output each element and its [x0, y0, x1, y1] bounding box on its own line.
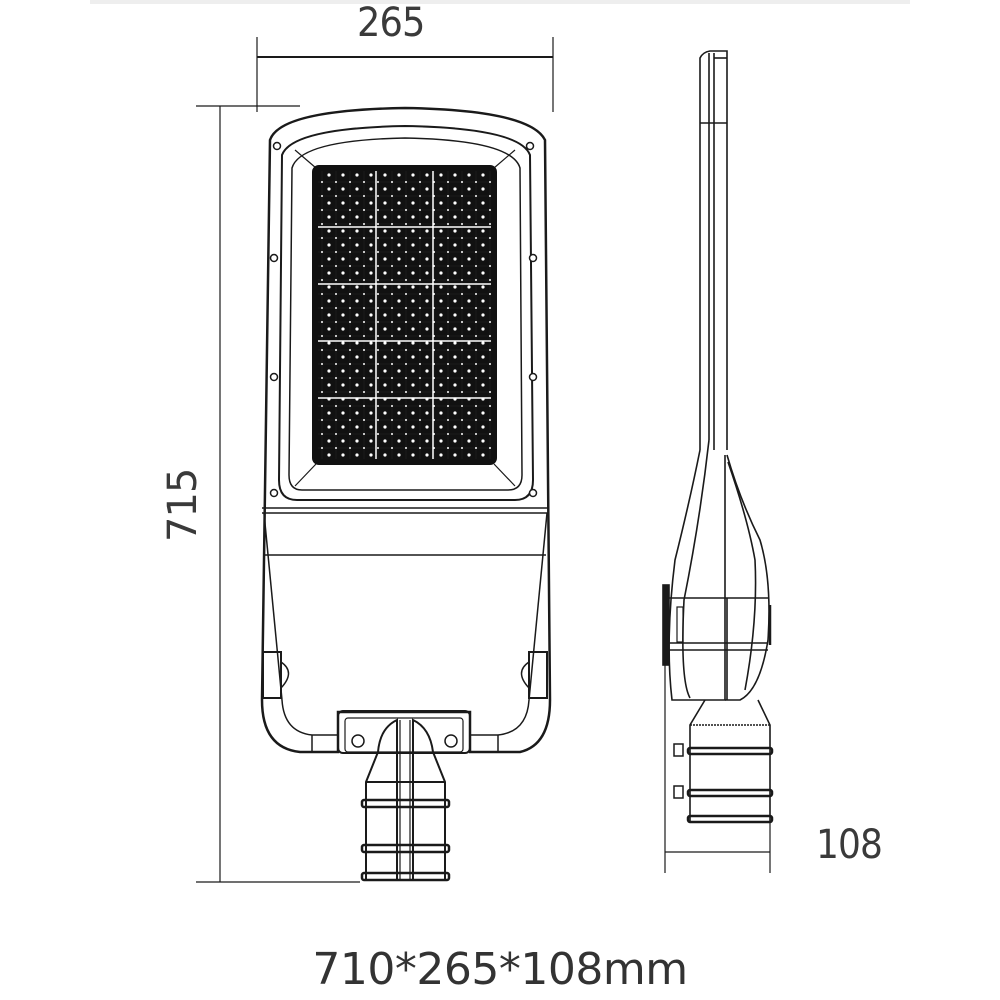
top-divider	[90, 0, 910, 4]
led-panel	[312, 165, 497, 465]
depth-dimension-line	[664, 660, 771, 873]
height-dimension-label: 715	[160, 398, 206, 542]
width-dimension-label: 265	[357, 0, 425, 46]
housing-screws	[269, 141, 538, 498]
pole-mount-bracket	[337, 710, 471, 882]
driver-compartment	[262, 507, 549, 752]
height-dimension-text: 715	[160, 468, 206, 542]
depth-dimension-label: 108	[816, 822, 883, 868]
side-view	[662, 50, 774, 824]
height-dimension-line	[196, 105, 360, 883]
front-view	[260, 106, 552, 754]
width-dimension-line	[256, 37, 554, 112]
overall-size-caption: 710*265*108mm	[312, 944, 688, 995]
